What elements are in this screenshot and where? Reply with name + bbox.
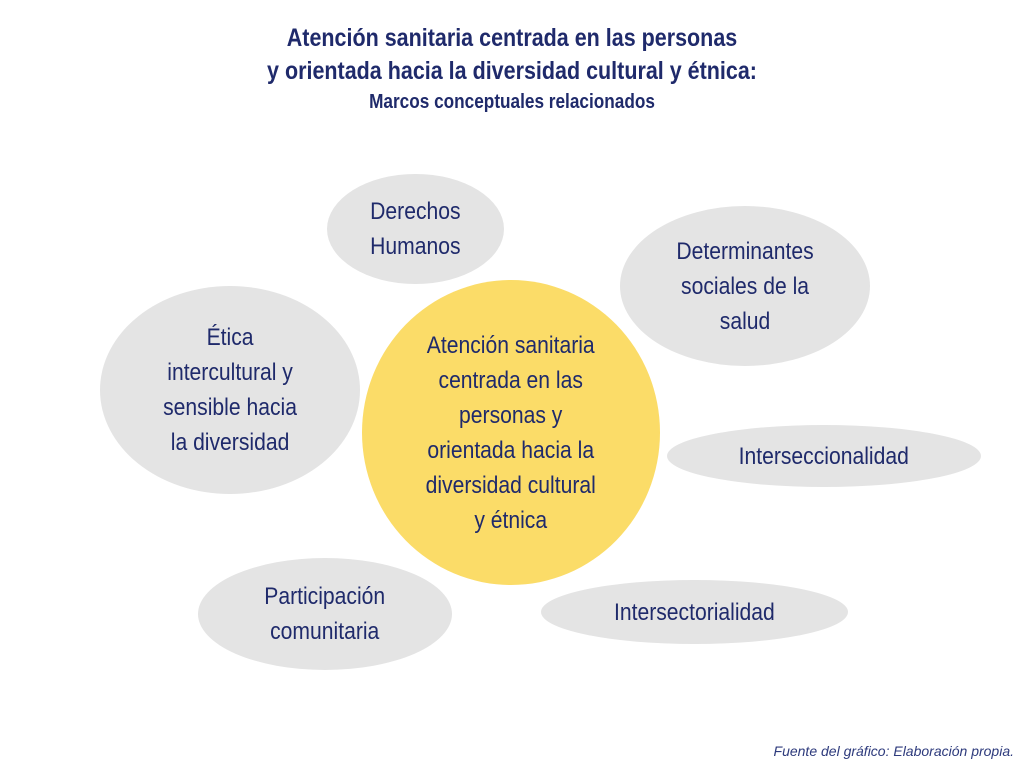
node-determinantes-sociales-label: Determinantes sociales de la salud xyxy=(676,237,814,335)
title-line-1: Atención sanitaria centrada en las perso… xyxy=(286,24,738,52)
node-intersectorialidad-label: Intersectorialidad xyxy=(614,598,775,626)
node-participacion-comunitaria-label: Participación comunitaria xyxy=(264,583,386,645)
diagram-title: Atención sanitaria centrada en las perso… xyxy=(0,22,1024,116)
title-line-2: y orientada hacia la diversidad cultural… xyxy=(267,57,757,85)
node-etica-intercultural-label: Ética intercultural y sensible hacia la … xyxy=(163,324,297,456)
node-interseccionalidad: Interseccionalidad xyxy=(667,425,981,487)
subtitle: Marcos conceptuales relacionados xyxy=(369,91,655,113)
node-central-atencion-sanitaria: Atención sanitaria centrada en las perso… xyxy=(362,280,660,585)
source-footnote: Fuente del gráfico: Elaboración propia. xyxy=(773,743,1014,759)
node-participacion-comunitaria: Participación comunitaria xyxy=(198,558,452,670)
node-intersectorialidad: Intersectorialidad xyxy=(541,580,848,644)
node-derechos-humanos-label: Derechos Humanos xyxy=(370,198,461,260)
node-determinantes-sociales: Determinantes sociales de la salud xyxy=(620,206,870,366)
node-etica-intercultural: Ética intercultural y sensible hacia la … xyxy=(100,286,360,494)
node-central-label: Atención sanitaria centrada en las perso… xyxy=(425,331,597,534)
node-interseccionalidad-label: Interseccionalidad xyxy=(738,442,910,470)
node-derechos-humanos: Derechos Humanos xyxy=(327,174,504,284)
